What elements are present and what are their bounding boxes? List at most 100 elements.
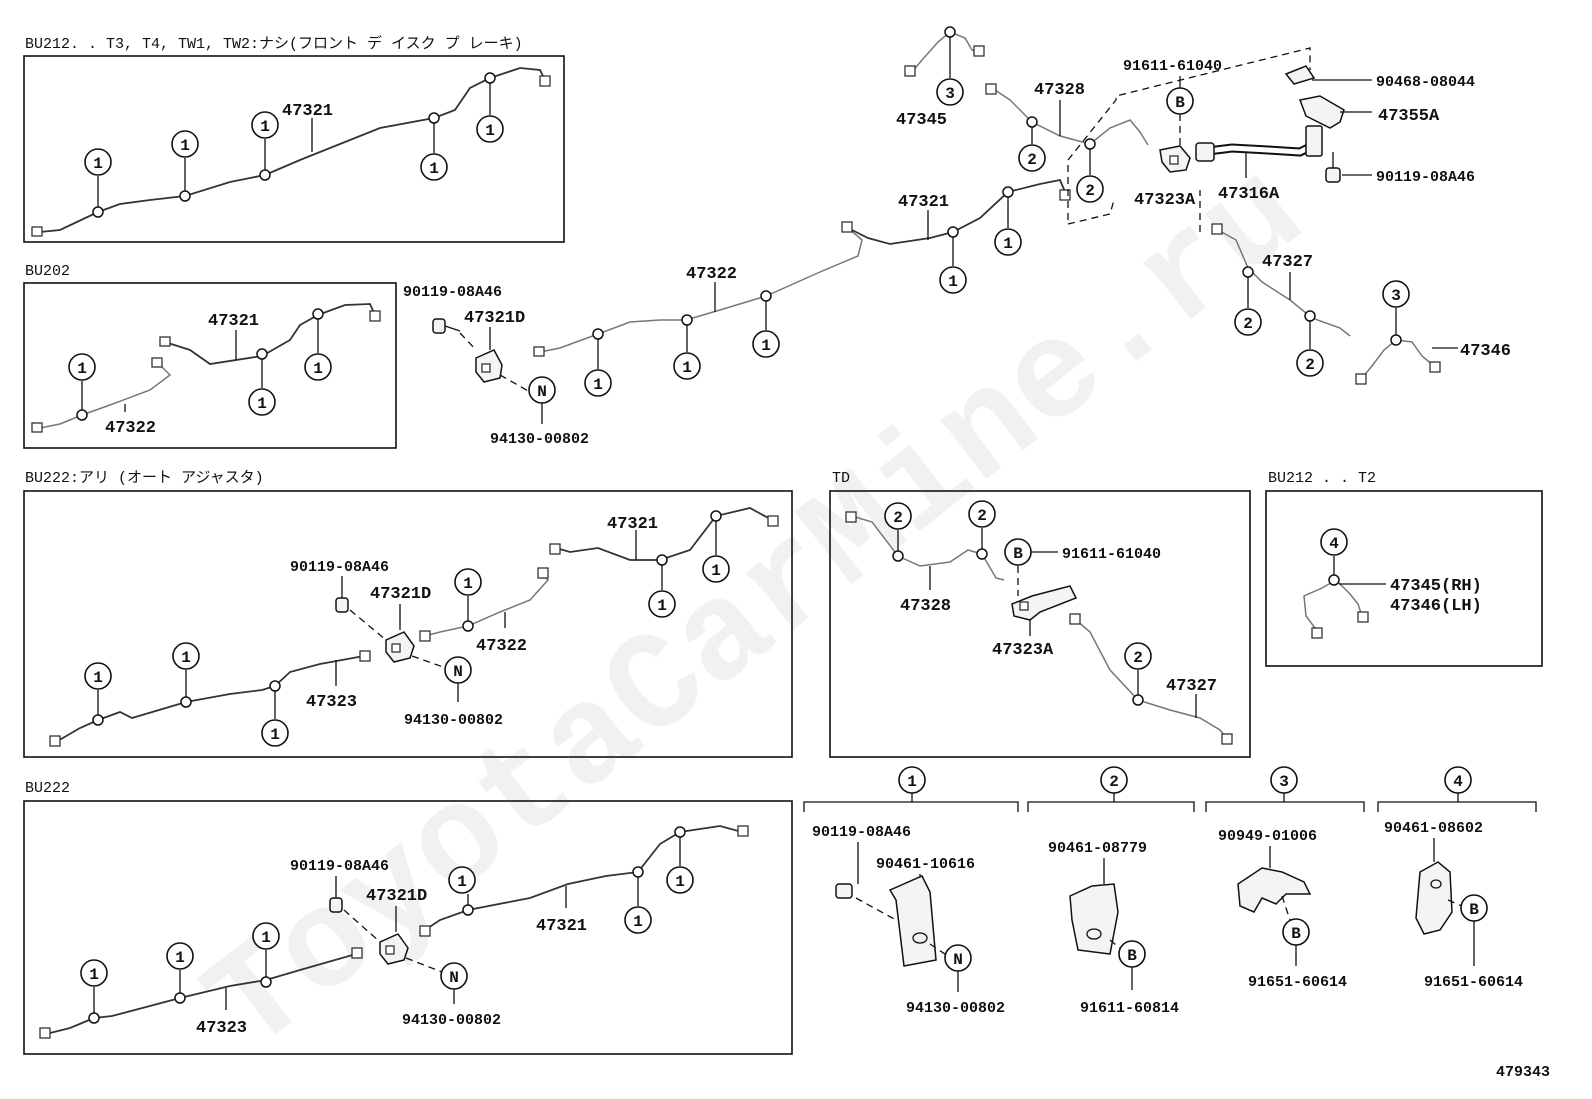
callout-4: 4 <box>1320 528 1348 556</box>
legend-callout-4: 4 <box>1444 766 1472 794</box>
label-47345-rh: 47345(RH) <box>1390 577 1482 596</box>
svg-text:2: 2 <box>977 507 987 525</box>
callout-1: 1 <box>248 388 276 416</box>
svg-text:B: B <box>1291 925 1301 943</box>
svg-text:1: 1 <box>313 360 323 378</box>
label-90119-08A46: 90119-08A46 <box>290 858 389 875</box>
callout-1: 1 <box>84 148 112 176</box>
assembly-boundary <box>1067 47 1311 220</box>
svg-text:2: 2 <box>1027 151 1037 169</box>
label-47322: 47322 <box>476 637 527 656</box>
junction-block <box>385 631 415 663</box>
callout-1: 1 <box>171 130 199 158</box>
svg-text:1: 1 <box>175 949 185 967</box>
clamp-90461-08779 <box>1069 883 1119 955</box>
clamp-legend: 1 90119-08A46 90461-10616 N 94130-00802 … <box>803 766 1537 1017</box>
callout-N: N <box>528 376 556 404</box>
label-94130-00802: 94130-00802 <box>490 431 589 448</box>
callout-3: 3 <box>936 78 964 106</box>
label-47323A: 47323A <box>992 641 1054 660</box>
label-47323: 47323 <box>196 1019 247 1038</box>
inset-frame <box>23 490 793 758</box>
brake-pipe-47321 <box>424 825 743 931</box>
label-47316A: 47316A <box>1218 185 1280 204</box>
label-47321: 47321 <box>898 193 949 212</box>
callout-1: 1 <box>68 353 96 381</box>
svg-text:1: 1 <box>675 873 685 891</box>
label-91611-60814: 91611-60814 <box>1080 1000 1179 1017</box>
callout-B: B <box>1118 940 1146 968</box>
brake-pipe-47328 <box>851 515 1005 581</box>
brake-pipe-alt <box>424 573 550 637</box>
brake-pipe-47345 <box>911 31 981 73</box>
callout-N: N <box>944 944 972 972</box>
callout-1: 1 <box>166 942 194 970</box>
clamp-90461-10616 <box>888 875 937 967</box>
inset-bu222-auto: BU222:アリ (オート アジャスタ) 47321 1 1 1 47322 9… <box>23 469 793 758</box>
callout-1: 1 <box>624 906 652 934</box>
brake-pipe-47346 <box>1361 339 1435 379</box>
label-47328: 47328 <box>1034 81 1085 100</box>
inset-frame <box>23 282 397 449</box>
callout-1: 1 <box>584 369 612 397</box>
bolt <box>835 883 853 899</box>
callout-1: 1 <box>476 115 504 143</box>
svg-text:N: N <box>537 383 547 401</box>
svg-text:4: 4 <box>1329 535 1339 553</box>
svg-text:1: 1 <box>260 118 270 136</box>
inset-bu212-t2: BU212 . . T2 4 47345(RH) 47346(LH) <box>1265 470 1543 667</box>
callout-2: 2 <box>1234 308 1262 336</box>
inset-bu222: BU222 1 1 1 47321 90119-08A46 47321D N 9… <box>23 780 793 1055</box>
figure-id: 479343 <box>1496 1064 1550 1081</box>
callout-2: 2 <box>968 500 996 528</box>
svg-text:1: 1 <box>257 395 267 413</box>
callout-1: 1 <box>251 111 279 139</box>
svg-text:2: 2 <box>1085 182 1095 200</box>
callout-B: B <box>1282 918 1310 946</box>
label-47323: 47323 <box>306 693 357 712</box>
callout-B: B <box>1004 538 1032 566</box>
svg-text:1: 1 <box>429 160 439 178</box>
callout-1: 1 <box>252 922 280 950</box>
label-47321D: 47321D <box>464 309 525 328</box>
svg-text:B: B <box>1175 94 1185 112</box>
svg-text:2: 2 <box>1243 315 1253 333</box>
legend-callout-2: 2 <box>1100 766 1128 794</box>
svg-text:B: B <box>1469 901 1479 919</box>
svg-text:3: 3 <box>1279 773 1289 791</box>
brake-pipe-47322 <box>539 227 863 353</box>
inset-bu212-t3: BU212. . T3, T4, TW1, TW2:ナシ(フロント デ イスク … <box>23 34 565 243</box>
junction-block <box>475 349 503 383</box>
brake-pipe-47327 <box>1217 229 1351 337</box>
label-47321: 47321 <box>208 312 259 331</box>
label-47345: 47345 <box>896 111 947 130</box>
callout-2: 2 <box>1018 144 1046 172</box>
svg-text:1: 1 <box>657 597 667 615</box>
inset-frame <box>1265 490 1543 667</box>
clamp-90949-01006 <box>1237 867 1312 913</box>
svg-text:1: 1 <box>180 137 190 155</box>
label-90461-10616: 90461-10616 <box>876 856 975 873</box>
label-90949-01006: 90949-01006 <box>1218 828 1317 845</box>
inset-header: BU222:アリ (オート アジャスタ) <box>25 469 264 487</box>
label-47327: 47327 <box>1262 253 1313 272</box>
label-47355A: 47355A <box>1378 107 1440 126</box>
label-47346-lh: 47346(LH) <box>1390 597 1482 616</box>
callout-1: 1 <box>80 959 108 987</box>
svg-text:2: 2 <box>893 509 903 527</box>
label-90119-08A46: 90119-08A46 <box>290 559 389 576</box>
label-47322: 47322 <box>105 419 156 438</box>
label-47321: 47321 <box>536 917 587 936</box>
label-90461-08779: 90461-08779 <box>1048 840 1147 857</box>
label-90468-08044: 90468-08044 <box>1376 74 1475 91</box>
svg-text:1: 1 <box>93 669 103 687</box>
svg-text:2: 2 <box>1133 649 1143 667</box>
callout-1: 1 <box>84 662 112 690</box>
svg-text:1: 1 <box>682 359 692 377</box>
callout-N: N <box>440 962 468 990</box>
svg-text:1: 1 <box>77 360 87 378</box>
bracket-47355A <box>1298 95 1345 129</box>
svg-text:1: 1 <box>89 966 99 984</box>
callout-1: 1 <box>172 642 200 670</box>
